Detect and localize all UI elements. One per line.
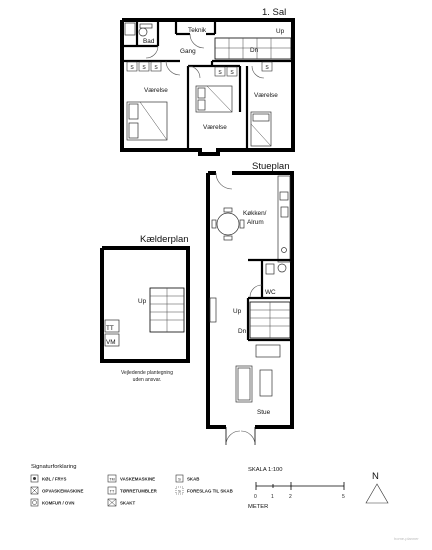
svg-text:S: S <box>265 65 269 71</box>
svg-text:S: S <box>154 65 158 71</box>
ground-floor-title: Stueplan <box>252 161 290 172</box>
legend: Signaturforklaring KØL / FRYS OPVASKEMAS… <box>30 464 233 507</box>
scale-unit: METER <box>248 504 268 510</box>
svg-text:KOMFUR / OVN: KOMFUR / OVN <box>42 501 74 506</box>
dryer-icon <box>107 486 117 495</box>
legend-shaft: SKAKT <box>107 498 135 507</box>
legend-proposed-cabinet: S FORESLAG TIL SKAB <box>175 486 233 495</box>
proposed-cabinet-icon <box>175 486 184 495</box>
svg-text:FORESLAG TIL SKAB: FORESLAG TIL SKAB <box>187 489 233 494</box>
ground-stair <box>249 301 291 339</box>
disclaimer-line-2: uden ansvar. <box>133 377 162 383</box>
legend-cabinet: S SKAB <box>175 474 199 483</box>
room-alrum: Alrum <box>247 219 264 226</box>
ground-stair-down-label: Dn <box>238 328 247 335</box>
basement-tt-label: TT <box>106 325 114 332</box>
compass: N <box>365 471 389 504</box>
first-floor-title: 1. Sal <box>262 7 286 18</box>
ground-stair-up-label: Up <box>233 308 242 315</box>
cabinet-icon <box>175 474 184 483</box>
room-koekken: Køkken/ <box>243 210 267 217</box>
svg-text:SKAB: SKAB <box>187 477 199 482</box>
scale-tick-5: 5 <box>342 494 345 500</box>
room-bad: Bad <box>143 38 155 45</box>
legend-title: Signaturforklaring <box>31 464 76 470</box>
svg-text:S: S <box>142 65 146 71</box>
beds-first-floor <box>126 85 272 147</box>
room-vaerelse-left: Værelse <box>144 87 168 94</box>
scale-tick-0: 0 <box>254 494 257 500</box>
svg-text:S: S <box>218 70 222 76</box>
north-letter: N <box>372 471 379 482</box>
svg-text:KØL / FRYS: KØL / FRYS <box>42 477 66 482</box>
legend-washer: TM VASKEMASKINE <box>107 474 155 483</box>
room-vaerelse-middle: Værelse <box>203 124 227 131</box>
svg-text:SKAKT: SKAKT <box>120 501 135 506</box>
room-teknik: Teknik <box>188 27 207 34</box>
first-floor-plan: 1. Sal S <box>120 7 295 156</box>
legend-stove: KOMFUR / OVN <box>30 498 74 507</box>
north-arrow-icon <box>365 483 389 504</box>
watermark: home-planner <box>394 536 419 541</box>
legend-fridge: KØL / FRYS <box>30 474 66 483</box>
svg-text:OPVASKEMASKINE: OPVASKEMASKINE <box>42 489 83 494</box>
scale-tick-2: 2 <box>289 494 292 500</box>
washer-icon <box>107 474 117 483</box>
basement-title: Kælderplan <box>140 234 189 245</box>
svg-text:VASKEMASKINE: VASKEMASKINE <box>120 477 155 482</box>
room-stue: Stue <box>257 409 271 416</box>
svg-text:S: S <box>230 70 234 76</box>
stair-down-label: Dn <box>250 47 259 54</box>
scale-label: SKALA 1:100 <box>248 467 283 473</box>
basement-stair-up-label: Up <box>138 298 147 305</box>
room-vaerelse-right: Værelse <box>254 92 278 99</box>
basement-stair <box>149 287 185 333</box>
room-gang: Gang <box>180 48 196 55</box>
scale-bar: SKALA 1:100 0 1 2 5 METER <box>248 467 345 510</box>
svg-text:TØRRETUMBLER: TØRRETUMBLER <box>120 489 158 494</box>
dining-table <box>211 207 245 241</box>
basement-vm-label: VM <box>106 339 116 346</box>
svg-text:TT: TT <box>110 490 115 494</box>
stair-up-label: Up <box>276 28 285 35</box>
legend-dryer: TT TØRRETUMBLER <box>107 486 158 495</box>
basement-plan: Kælderplan Up TT VM <box>100 234 190 363</box>
room-wc: WC <box>265 289 276 296</box>
legend-dishwasher: OPVASKEMASKINE <box>30 486 83 495</box>
svg-text:S: S <box>130 65 134 71</box>
living-room-furniture <box>235 344 281 403</box>
cabinet-marks-first-floor: S S S S S S <box>126 61 273 77</box>
disclaimer-line-1: Vejledende plantegning <box>121 370 173 376</box>
scale-tick-1: 1 <box>271 494 274 500</box>
svg-text:S: S <box>178 477 181 482</box>
stove-icon <box>30 498 39 507</box>
ground-floor-plan: Stueplan <box>206 161 294 446</box>
svg-text:TM: TM <box>109 478 114 482</box>
svg-text:S: S <box>178 489 181 494</box>
